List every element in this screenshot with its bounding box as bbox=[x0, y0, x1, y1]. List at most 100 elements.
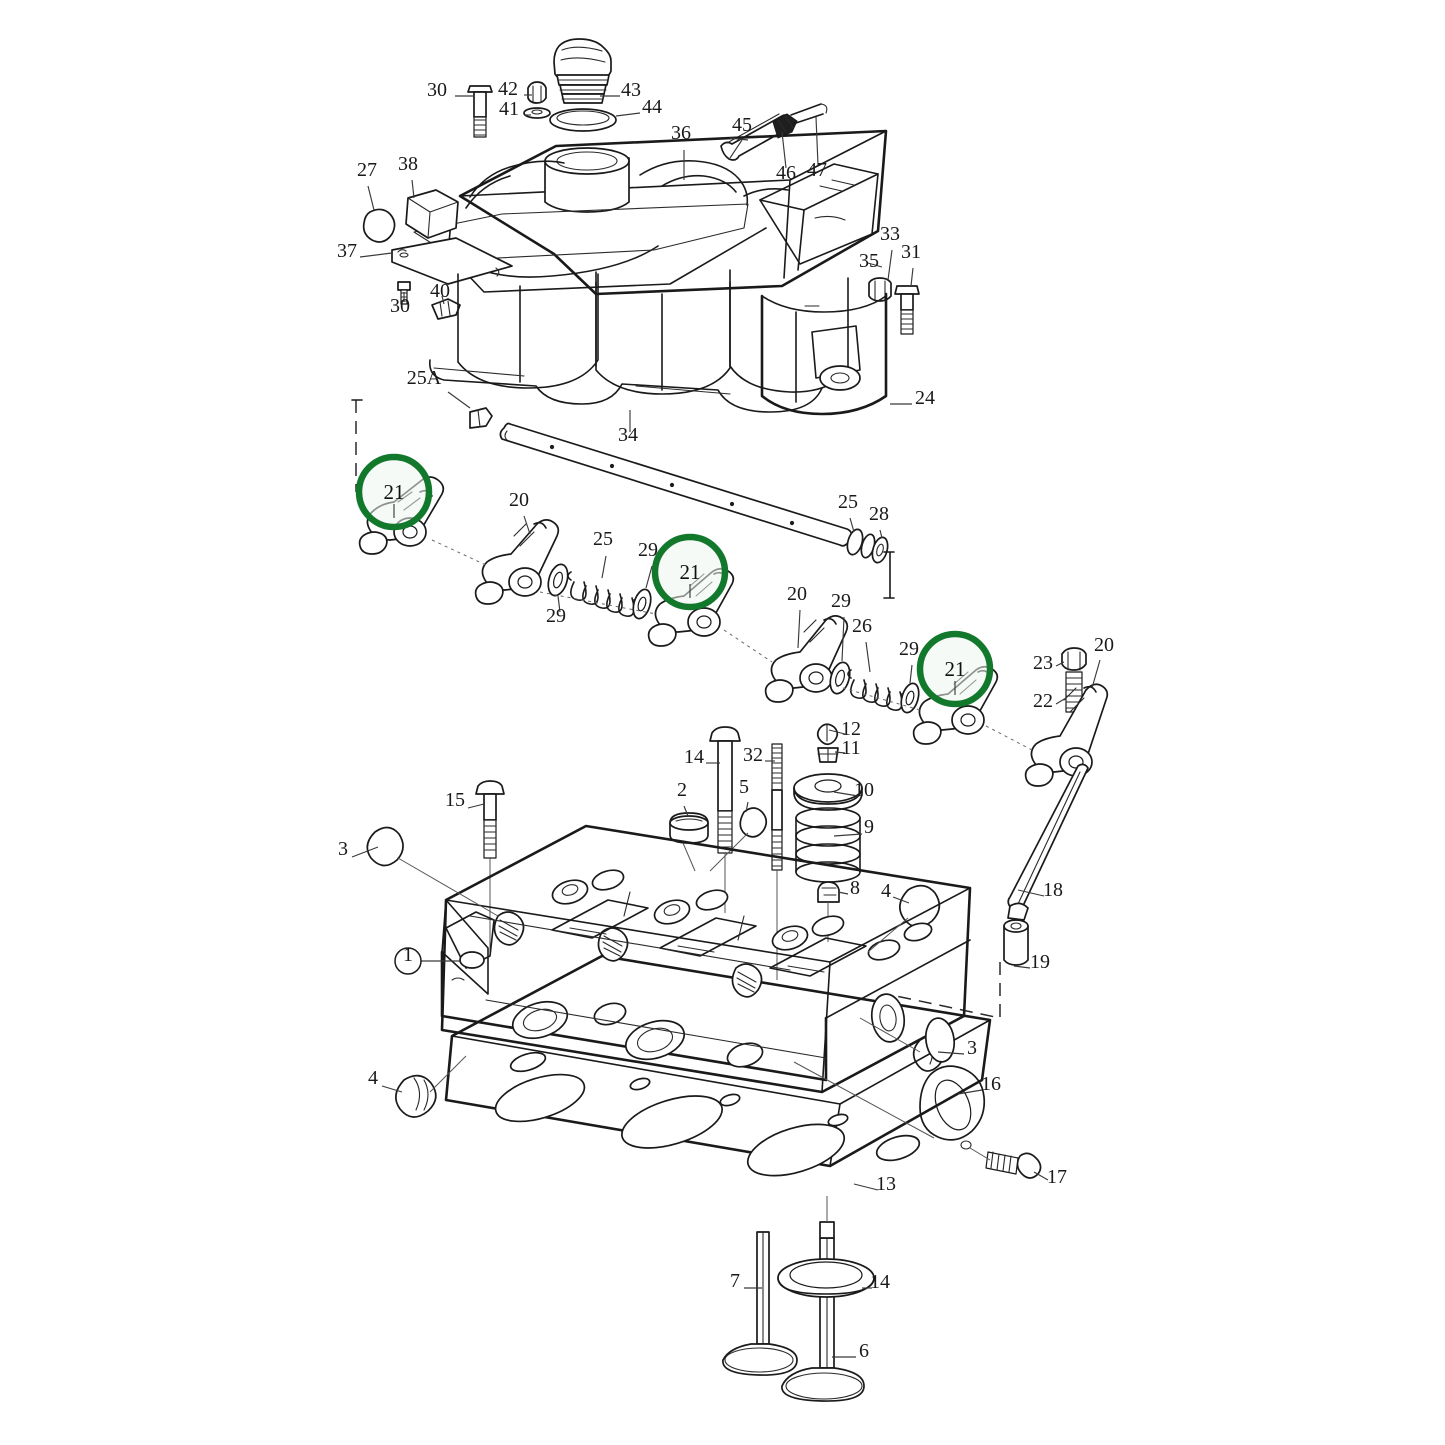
part-number-label: 11 bbox=[841, 737, 860, 759]
valve-cover-group bbox=[362, 38, 920, 416]
part-number-label: 25 bbox=[593, 528, 613, 550]
part-number-label: 47 bbox=[807, 159, 827, 181]
valve-stem-seal-part-10 bbox=[793, 773, 863, 811]
rocker-arm-part-20-a bbox=[474, 519, 560, 605]
valve-spring-part-9 bbox=[795, 807, 861, 883]
exhaust-valve-part-7 bbox=[722, 1231, 798, 1376]
part-number-label: 13 bbox=[876, 1173, 896, 1195]
valve-seat-part-14 bbox=[777, 1258, 875, 1298]
part-number-label: 17 bbox=[1047, 1166, 1067, 1188]
core-plug-part-4-right bbox=[899, 884, 941, 928]
valve-seal-part-8 bbox=[817, 881, 840, 903]
cap-part-27 bbox=[362, 208, 396, 243]
threaded-boss-group bbox=[493, 911, 763, 998]
hose-clamp-part-46 bbox=[772, 113, 798, 139]
cover-plate-part-37 bbox=[391, 237, 513, 285]
valve-collets-part-12 bbox=[816, 723, 839, 746]
part-number-label: 18 bbox=[1043, 879, 1063, 901]
part-number-label: 16 bbox=[981, 1073, 1001, 1095]
washer-part-29-c bbox=[829, 661, 851, 695]
part-number-label: 33 bbox=[880, 223, 900, 245]
part-number-label: 8 bbox=[850, 877, 860, 899]
cylinder-head-part-1 bbox=[440, 824, 992, 1177]
part-number-label: 20 bbox=[1094, 634, 1114, 656]
bolt-part-30-upper bbox=[467, 85, 493, 138]
part-number-label: 23 bbox=[1033, 652, 1053, 674]
valves-group bbox=[722, 1196, 875, 1402]
leader-lines bbox=[351, 94, 1101, 1358]
shaft-end-washers bbox=[846, 528, 889, 564]
rocker-spring-part-26 bbox=[847, 669, 906, 711]
part-number-label: 42 bbox=[498, 78, 518, 100]
side-ports bbox=[870, 993, 956, 1063]
part-number-label: 30 bbox=[427, 79, 447, 101]
part-number-label: 36 bbox=[671, 122, 691, 144]
washer-part-29-a bbox=[547, 563, 569, 597]
part-number-label: 15 bbox=[445, 789, 465, 811]
part-number-label: 37 bbox=[337, 240, 357, 262]
shaft-plug-part-25A bbox=[469, 407, 493, 429]
part-number-label: 29 bbox=[899, 638, 919, 660]
washer-part-41 bbox=[523, 107, 551, 119]
part-number-label: 32 bbox=[743, 744, 763, 766]
part-number-label: 31 bbox=[901, 241, 921, 263]
clip-part-40 bbox=[431, 298, 461, 320]
part-number-label: 25 bbox=[838, 491, 858, 513]
rocker-spring-part-25-a bbox=[567, 571, 638, 617]
gasket-part-16 bbox=[919, 1065, 986, 1150]
part-number-label: 4 bbox=[368, 1067, 378, 1089]
bolt-part-31 bbox=[894, 285, 920, 335]
part-number-label: 43 bbox=[621, 79, 641, 101]
highlighted-part-number: 21 bbox=[680, 560, 701, 584]
highlight-ring-21-b[interactable] bbox=[651, 533, 729, 611]
part-number-label: 12 bbox=[841, 718, 861, 740]
part-number-label: 41 bbox=[499, 98, 519, 120]
highlighted-part-number: 21 bbox=[945, 657, 966, 681]
valve-parts-column bbox=[366, 723, 1089, 1179]
part-number-label: 28 bbox=[869, 503, 889, 525]
part-number-label: 3 bbox=[338, 838, 348, 860]
part-number-label: 35 bbox=[859, 250, 879, 272]
bolt-part-17 bbox=[985, 1151, 1042, 1179]
head-bolt-part-14 bbox=[709, 726, 741, 854]
core-plug-part-4-lower-left bbox=[395, 1074, 437, 1118]
highlight-ring-21-a[interactable] bbox=[355, 453, 433, 531]
part-number-label: 46 bbox=[776, 162, 796, 184]
grommet-part-19 bbox=[1003, 919, 1029, 966]
hose-part-47 bbox=[790, 103, 828, 125]
part-number-label: 9 bbox=[864, 816, 874, 838]
cam-carrier-part-24 bbox=[428, 269, 888, 416]
part-number-label: 20 bbox=[509, 489, 529, 511]
part-number-label: 2 bbox=[677, 779, 687, 801]
nut-part-42 bbox=[527, 81, 547, 104]
part-number-label: 10 bbox=[854, 779, 874, 801]
nut-part-33 bbox=[868, 277, 892, 302]
dowel-part-5 bbox=[739, 807, 768, 838]
part-number-label: 22 bbox=[1033, 690, 1053, 712]
part-number-label: 30 bbox=[390, 295, 410, 317]
highlight-ring-21-c[interactable] bbox=[916, 630, 994, 708]
part-number-label: 29 bbox=[638, 539, 658, 561]
part-number-label: 4 bbox=[881, 880, 891, 902]
part-number-label: 14 bbox=[684, 746, 704, 768]
spring-retainer-part-11 bbox=[817, 747, 839, 763]
part-number-label: 7 bbox=[730, 1270, 740, 1292]
part-number-label: 26 bbox=[852, 615, 872, 637]
washer-part-29-b bbox=[632, 588, 652, 620]
part-number-label: 27 bbox=[357, 159, 377, 181]
part-number-label: 20 bbox=[787, 583, 807, 605]
core-plug-part-2 bbox=[669, 812, 709, 844]
part-number-label: 5 bbox=[739, 776, 749, 798]
rocker-gear-group bbox=[351, 399, 1109, 787]
circled-callout-1 bbox=[394, 947, 422, 975]
rocker-pedestal-pads bbox=[551, 899, 867, 977]
seal-ring-part-44 bbox=[549, 108, 617, 132]
intake-valve-part-6 bbox=[781, 1221, 865, 1402]
part-number-label: 45 bbox=[732, 114, 752, 136]
part-number-label: 29 bbox=[831, 590, 851, 612]
part-number-label: 3 bbox=[967, 1037, 977, 1059]
